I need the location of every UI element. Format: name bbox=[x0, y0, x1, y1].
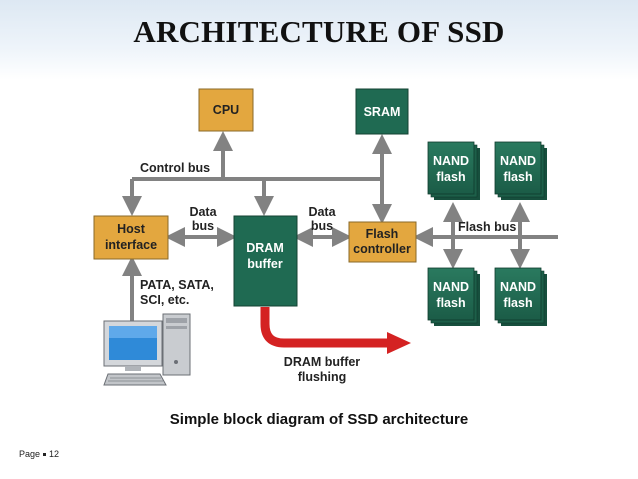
nand-flash-bottom-left: NAND flash bbox=[427, 267, 480, 326]
data-bus-left-label-line2: bus bbox=[192, 219, 214, 233]
sram-label: SRAM bbox=[364, 105, 401, 119]
nand-flash-bottom-right: NAND flash bbox=[494, 267, 547, 326]
dram-buffer-box: DRAM buffer bbox=[233, 215, 298, 307]
host-interface-label-line1: Host bbox=[117, 222, 146, 236]
flush-label-line1: DRAM buffer bbox=[284, 355, 361, 369]
flash-controller-label-line1: Flash bbox=[366, 227, 399, 241]
host-interface-label-line2: interface bbox=[105, 238, 157, 252]
nand-label-line1: NAND bbox=[500, 280, 536, 294]
nand-label-line1: NAND bbox=[433, 154, 469, 168]
page-number: 12 bbox=[49, 449, 60, 459]
cpu-box: CPU bbox=[198, 88, 254, 132]
host-links-label-line2: SCI, etc. bbox=[140, 293, 189, 307]
control-bus-lines bbox=[122, 131, 392, 224]
dram-flush-arrow bbox=[260, 307, 411, 354]
nand-label-line1: NAND bbox=[500, 154, 536, 168]
nand-label-line2: flash bbox=[503, 296, 532, 310]
data-bus-right-label-line2: bus bbox=[311, 219, 333, 233]
flash-controller-label-line2: controller bbox=[353, 242, 411, 256]
nand-label-line2: flash bbox=[503, 170, 532, 184]
host-interface-box: Host interface bbox=[93, 215, 169, 260]
host-links-label-line1: PATA, SATA, bbox=[140, 278, 214, 292]
nand-label-line2: flash bbox=[436, 296, 465, 310]
page-label: Page bbox=[19, 449, 41, 459]
flush-label-line2: flushing bbox=[298, 370, 347, 384]
flash-bus-lines bbox=[413, 202, 558, 269]
flash-bus-label: Flash bus bbox=[458, 220, 516, 234]
dram-buffer-label-line2: buffer bbox=[247, 257, 283, 271]
sram-box: SRAM bbox=[355, 88, 409, 135]
cpu-label: CPU bbox=[213, 103, 239, 117]
data-bus-right-label-line1: Data bbox=[308, 205, 336, 219]
dram-buffer-label-line1: DRAM bbox=[246, 241, 284, 255]
flash-controller-box: Flash controller bbox=[348, 221, 417, 263]
slide-title: ARCHITECTURE OF SSD bbox=[133, 14, 505, 49]
diagram-caption: Simple block diagram of SSD architecture bbox=[169, 411, 469, 428]
bullet-icon bbox=[43, 452, 47, 456]
nand-label-line1: NAND bbox=[433, 280, 469, 294]
control-bus-label: Control bus bbox=[140, 161, 210, 175]
page-footer: Page 12 bbox=[19, 449, 59, 459]
nand-flash-top-right: NAND flash bbox=[494, 141, 547, 200]
computer-icon bbox=[103, 313, 191, 386]
title-background bbox=[0, 0, 638, 80]
nand-label-line2: flash bbox=[436, 170, 465, 184]
data-bus-left-label-line1: Data bbox=[189, 205, 217, 219]
nand-flash-top-left: NAND flash bbox=[427, 141, 480, 200]
